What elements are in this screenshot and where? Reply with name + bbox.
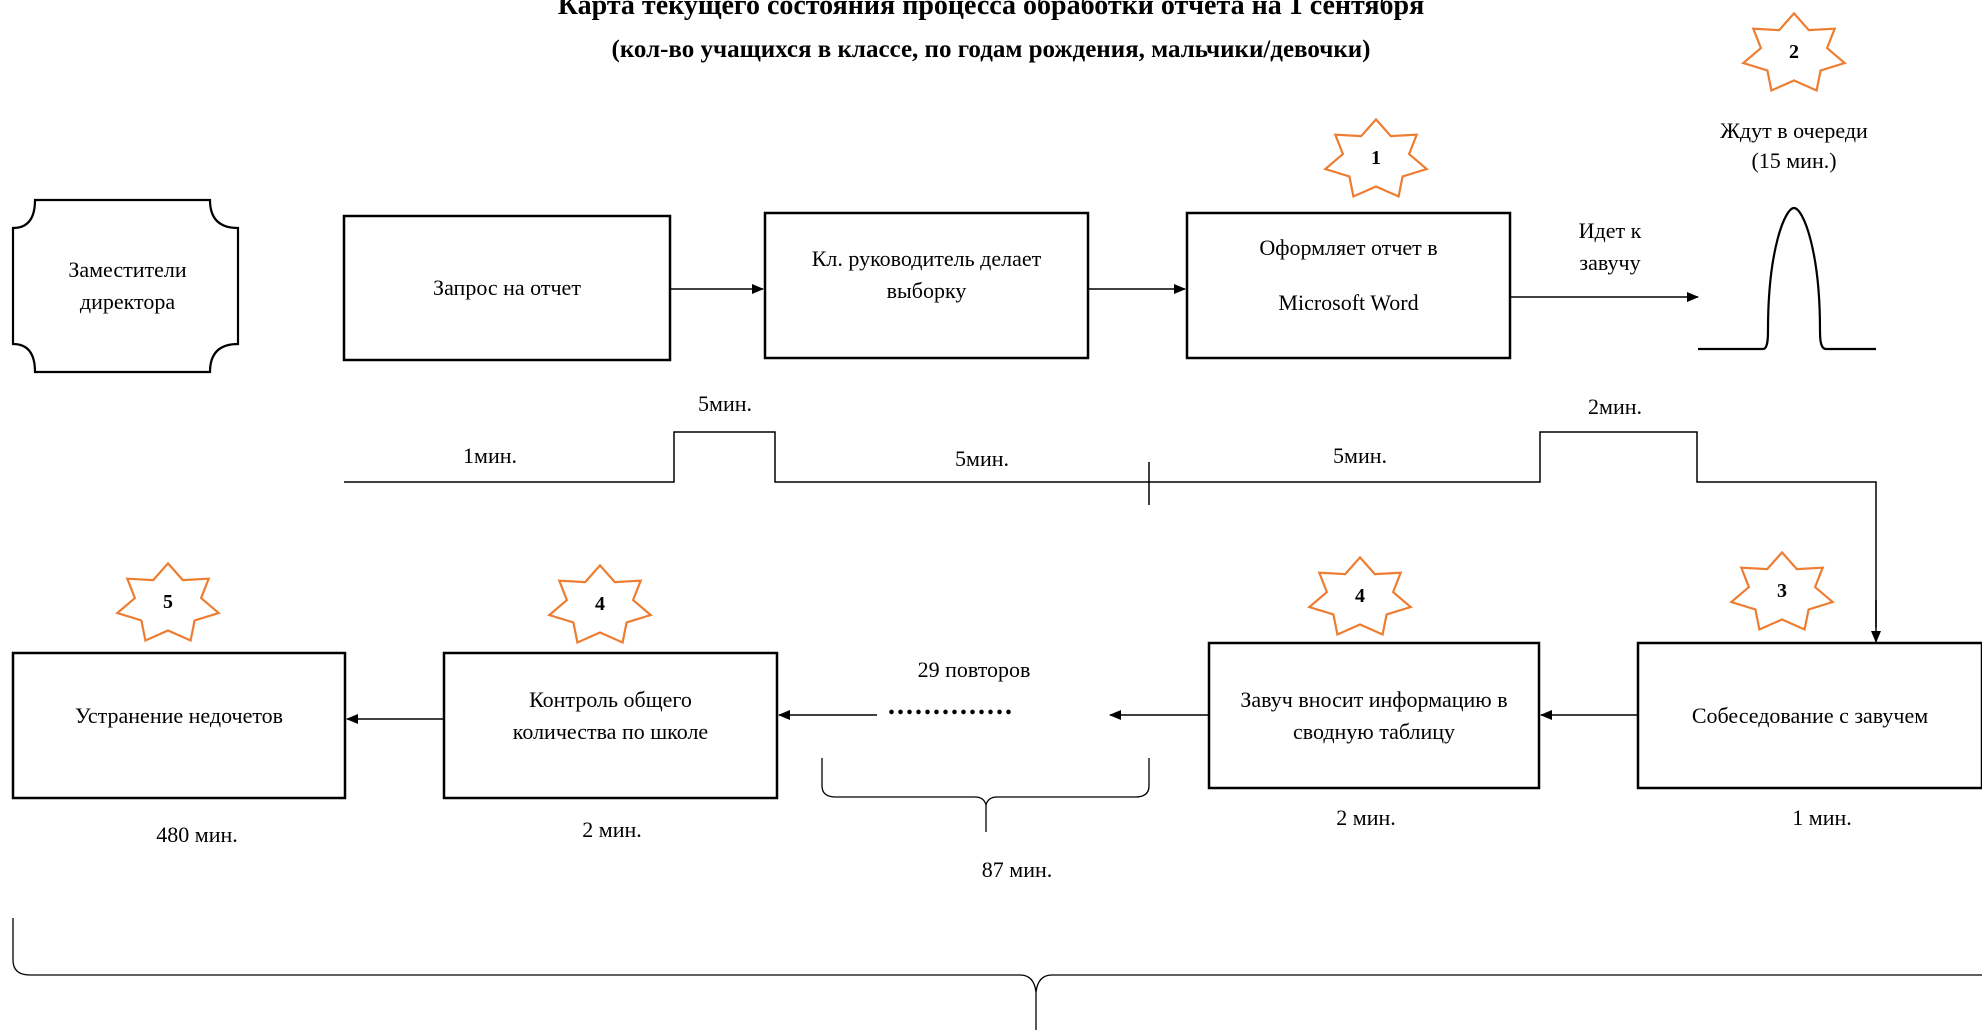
- box-interview: [1636, 641, 1982, 790]
- box-fix-label: Устранение недочетов: [74, 702, 284, 728]
- lead-time-brace: [12, 918, 1982, 1030]
- box-interview-label: Собеседование с завучем: [1691, 702, 1929, 728]
- box-control: [442, 651, 779, 800]
- star-number: 1: [1371, 147, 1381, 169]
- timeline-time: 5мин.: [698, 391, 752, 416]
- star-number: 4: [1355, 585, 1365, 607]
- box-format-label-1: Оформляет отчет в: [1259, 235, 1438, 261]
- box-summary-label: Завуч вносит информацию в сводную таблиц…: [1240, 686, 1508, 744]
- supplier-label: Заместители директора: [68, 257, 187, 314]
- time-repeats-total: 87 мин.: [981, 857, 1053, 882]
- time-control: 2 мин.: [582, 817, 642, 842]
- queue-shape: [1698, 206, 1876, 351]
- star-icon: [1729, 550, 1835, 632]
- timeline-time: 2мин.: [1588, 394, 1642, 419]
- star-icon: [1307, 555, 1413, 637]
- box-control-label: Контроль общего количества по школе: [512, 686, 709, 744]
- star-number: 3: [1777, 580, 1787, 602]
- star-icon: [115, 561, 221, 643]
- star-icon: [547, 563, 653, 645]
- star-number: 4: [595, 593, 605, 615]
- timeline-time: 5мин.: [955, 446, 1009, 471]
- box-format-label-2: Microsoft Word: [1278, 290, 1419, 316]
- timeline-time: 5мин.: [1333, 443, 1387, 468]
- repeats-dots: ..............: [888, 690, 1014, 721]
- box-summary-table: [1207, 641, 1541, 790]
- time-interview: 1 мин.: [1792, 805, 1852, 830]
- star-icon: [1741, 11, 1847, 93]
- supplier-shape: [11, 198, 240, 374]
- page-title: Карта текущего состояния процесса обрабо…: [557, 0, 1425, 21]
- star-number: 2: [1789, 41, 1799, 63]
- box-request: [342, 214, 672, 362]
- page-subtitle: (кол-во учащихся в классе, по годам рожд…: [611, 36, 1371, 63]
- repeats-brace: [821, 758, 1150, 832]
- box-selection: [763, 211, 1090, 360]
- timeline-time: 1мин.: [463, 443, 517, 468]
- goes-to-label: Идет к завучу: [1578, 218, 1642, 275]
- time-summary: 2 мин.: [1336, 805, 1396, 830]
- queue-label: Ждут в очереди (15 мин.): [1720, 118, 1868, 173]
- star-number: 5: [163, 591, 173, 613]
- box-fix: [11, 651, 347, 800]
- box-request-label: Запрос на отчет: [433, 275, 581, 301]
- box-format: [1185, 211, 1512, 360]
- repeats-label: 29 повторов: [917, 657, 1031, 683]
- time-fix: 480 мин.: [156, 822, 238, 847]
- star-icon: [1323, 117, 1429, 199]
- timeline-line: [344, 431, 1877, 627]
- box-selection-label: Кл. руководитель делает выборку: [811, 246, 1042, 303]
